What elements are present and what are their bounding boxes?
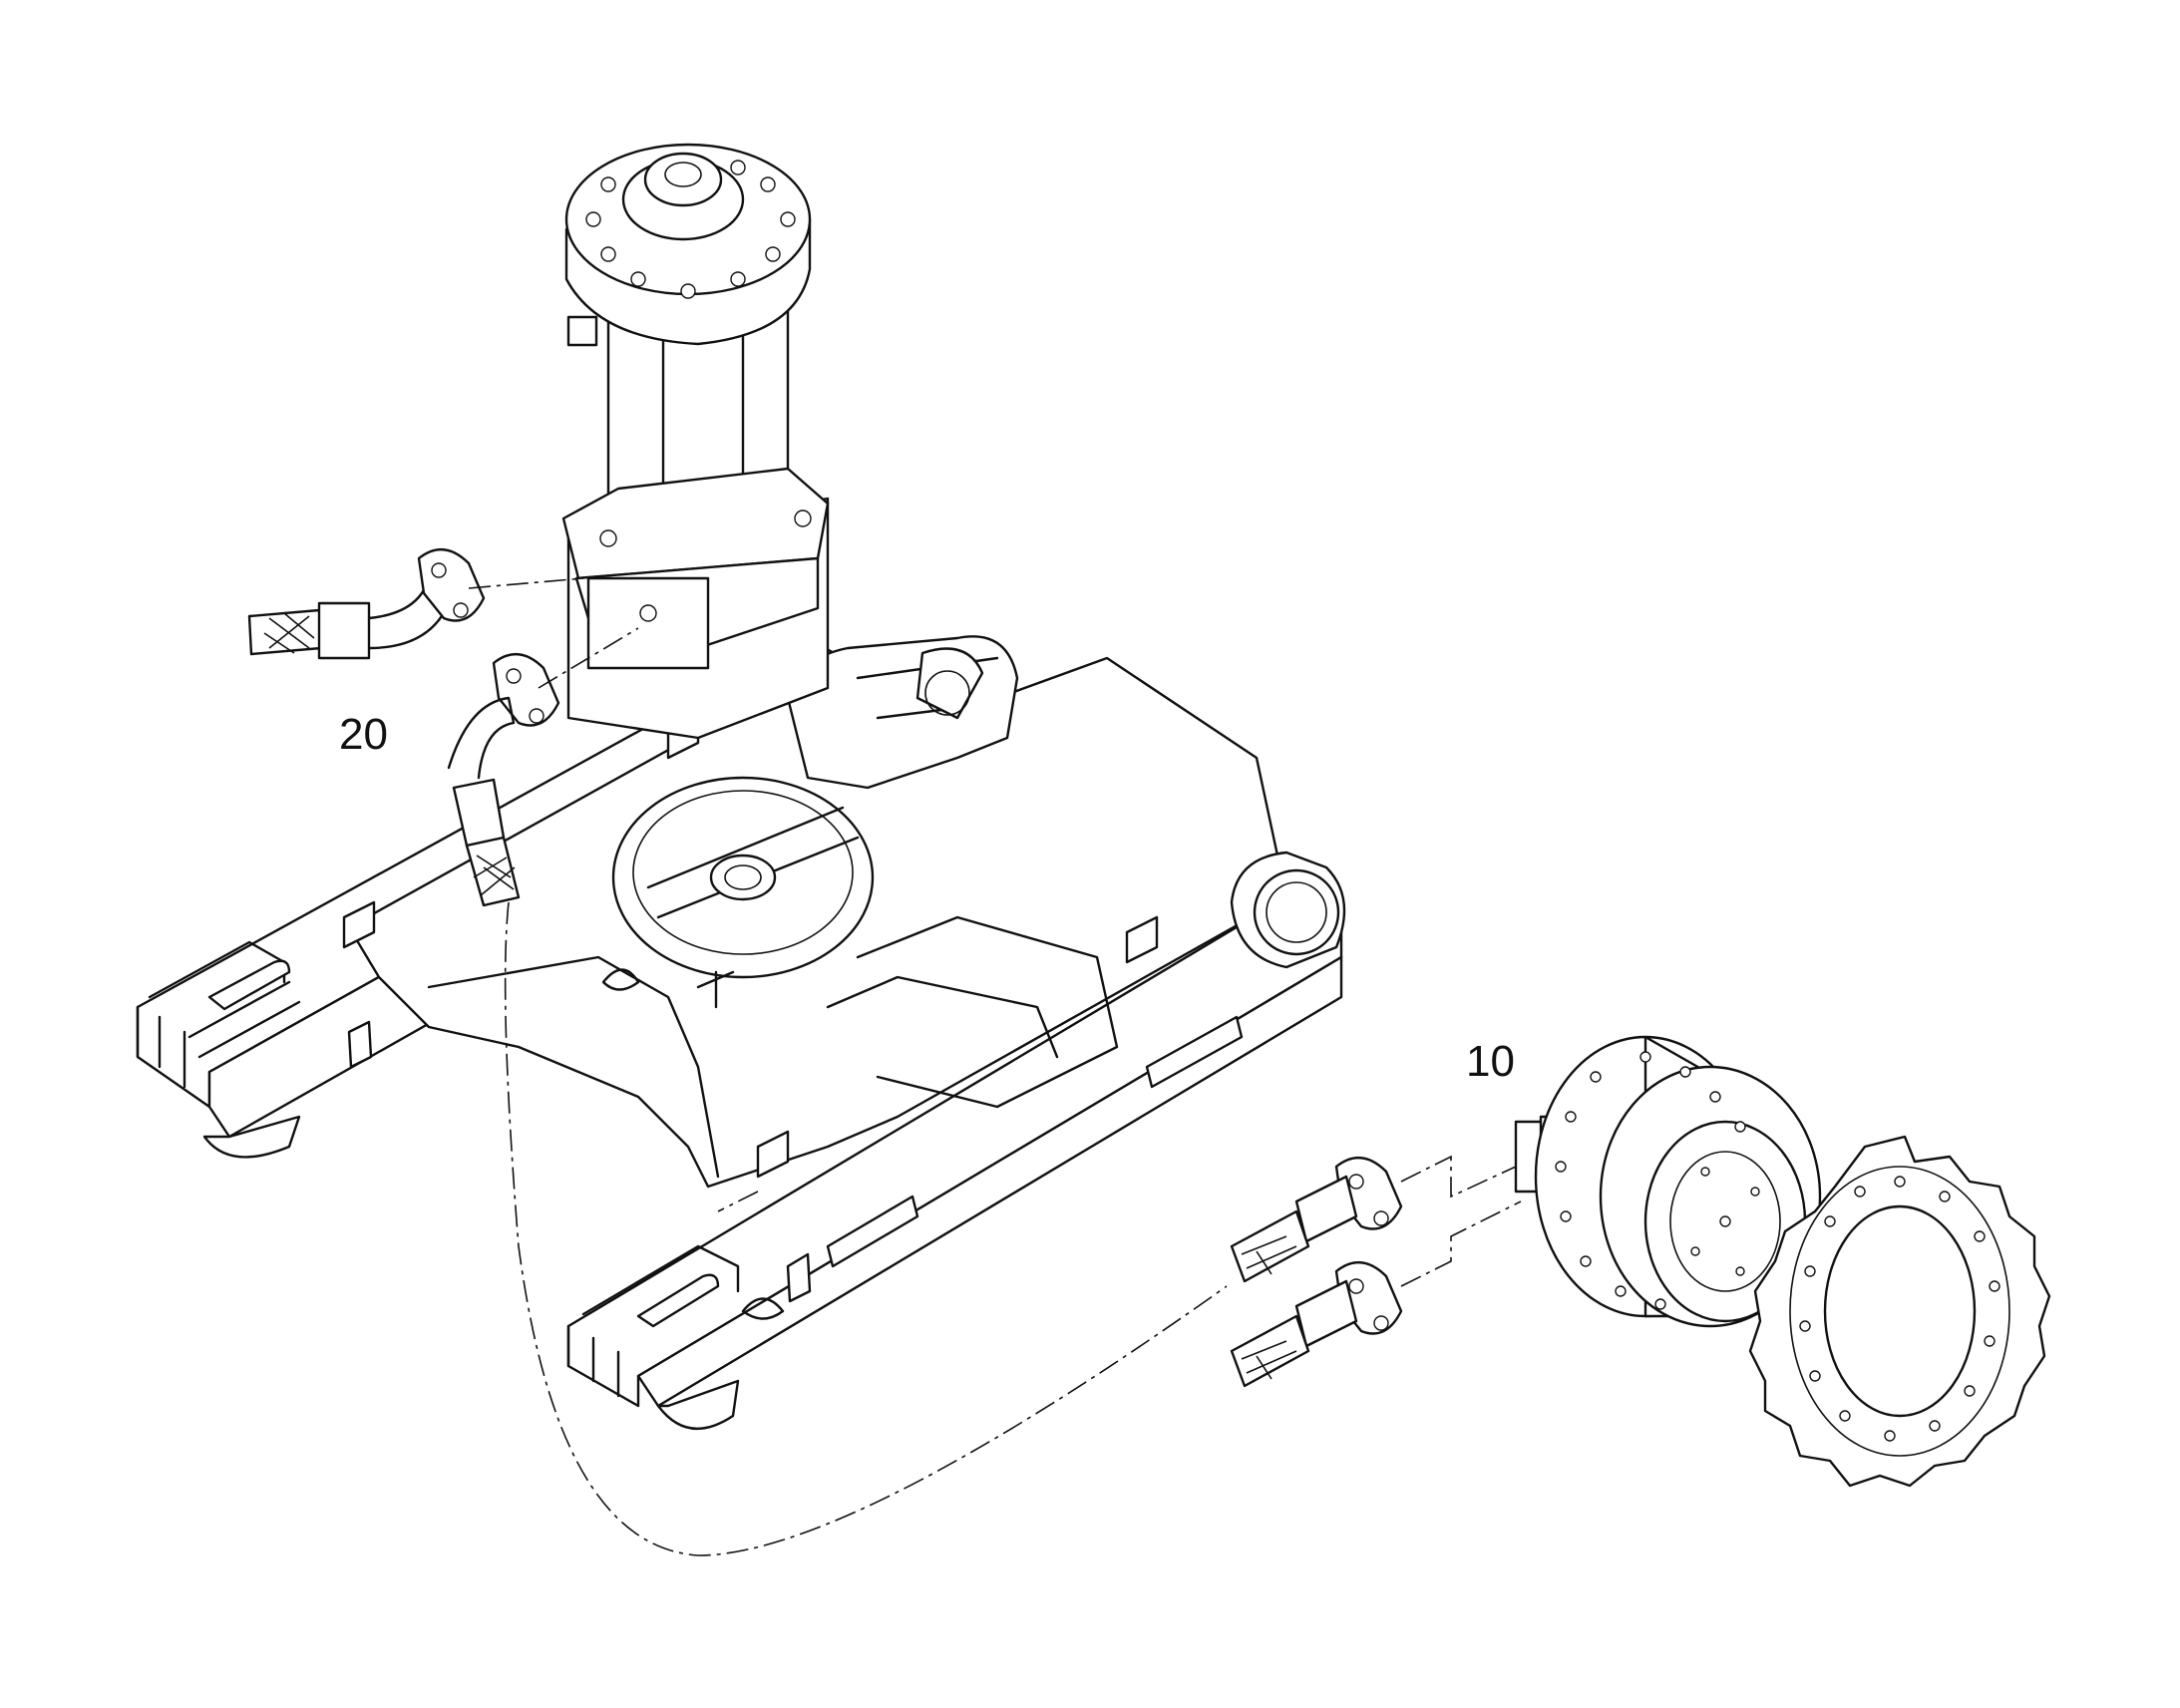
drive-bolt-ring (1555, 1051, 1746, 1310)
callout-20: 20 (339, 710, 388, 759)
callout-10: 10 (1466, 1037, 1515, 1086)
hose-lower (447, 653, 560, 907)
assembly-leader-lines (468, 577, 1522, 1556)
sprocket (1748, 1135, 2051, 1488)
hose-pair-right (1230, 1157, 1403, 1388)
sprocket-bolt-holes (1799, 1176, 2000, 1442)
undercarriage-frame (136, 635, 1346, 1430)
swivel-joint (561, 143, 830, 740)
flange-bolt-holes (585, 160, 796, 299)
hose-upper (247, 548, 486, 660)
final-drive-motor (1514, 1035, 1822, 1328)
